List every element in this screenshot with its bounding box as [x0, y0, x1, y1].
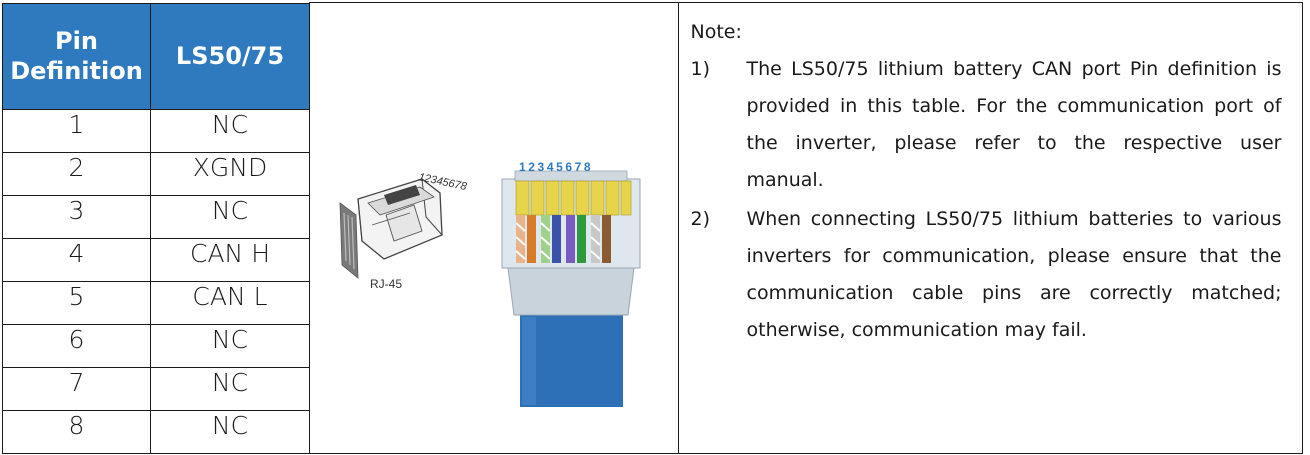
note-title: Note:	[690, 21, 742, 43]
header-ls50-75: LS50/75	[150, 2, 310, 110]
pin-value: NC	[150, 108, 310, 153]
pin-value: NC	[150, 409, 310, 454]
note-cell: Note: 1) The LS50/75 lithium battery CAN…	[677, 2, 1303, 454]
note-text: The LS50/75 lithium battery CAN port Pin…	[746, 58, 1282, 191]
pin-value: XGND	[150, 151, 310, 196]
pin-value: NC	[150, 323, 310, 368]
rj45-connector-figure: 12345678 RJ-45	[339, 160, 640, 407]
note-item: 1) The LS50/75 lithium battery CAN port …	[691, 51, 1282, 199]
pin-number: 3	[2, 194, 151, 239]
pin-value: NC	[150, 366, 310, 411]
large-pin-numbers: 12345678	[519, 160, 593, 174]
note-item: 2) When connecting LS50/75 lithium batte…	[691, 201, 1282, 349]
pin-number: 7	[2, 366, 151, 411]
pin-number: 6	[2, 323, 151, 368]
note-number: 1)	[690, 58, 711, 80]
pin-number: 5	[2, 280, 151, 325]
connector-figure-cell: 12345678 RJ-45	[308, 2, 679, 454]
pin-number: 4	[2, 237, 151, 282]
note-number: 2)	[690, 208, 711, 230]
note-text: When connecting LS50/75 lithium batterie…	[746, 208, 1282, 341]
pin-number: 1	[2, 108, 151, 153]
pin-value: NC	[150, 194, 310, 239]
rj45-label: RJ-45	[370, 277, 402, 291]
pin-number: 8	[2, 409, 151, 454]
pin-value: CAN L	[150, 280, 310, 325]
large-rj45-plug-illustration	[501, 170, 640, 407]
header-pin-definition: Pin Definition	[2, 2, 151, 110]
small-rj45-plug-illustration	[339, 178, 443, 279]
pin-number: 2	[2, 151, 151, 196]
pin-value: CAN H	[150, 237, 310, 282]
